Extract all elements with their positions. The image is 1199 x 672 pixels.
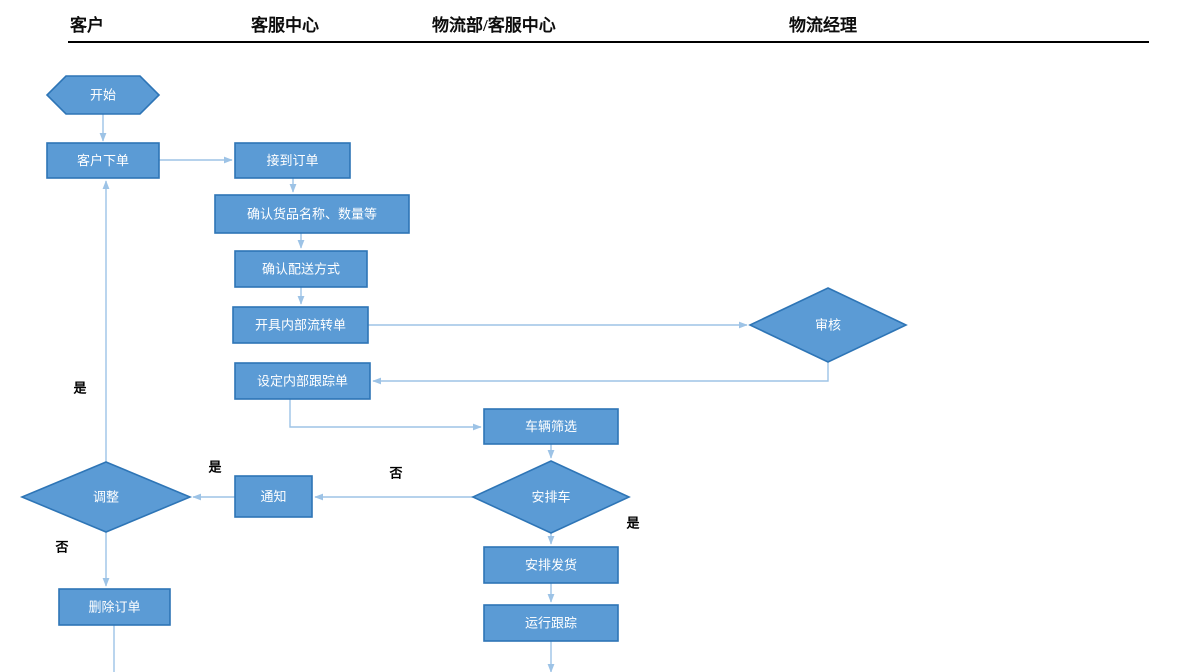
node-set-tracking-label: 设定内部跟踪单 [257,373,348,388]
node-customer-order[interactable]: 客户下单 [46,142,160,179]
node-arrange-vehicle[interactable]: 安排车 [471,460,631,534]
node-confirm-goods-label: 确认货品名称、数量等 [247,206,377,221]
node-notify[interactable]: 通知 [234,475,313,518]
node-run-tracking[interactable]: 运行跟踪 [483,604,619,642]
node-adjust[interactable]: 调整 [19,461,193,533]
lane-customer-label: 客户 [70,16,104,35]
edge-label-layer: 是是否是否 [54,380,640,554]
edge-label-yes-adjust-loop: 是 [72,380,87,395]
lane-service-center-label: 客服中心 [251,16,319,35]
connector-layer [99,114,829,672]
node-review-shape [748,287,908,363]
node-receive-order-label: 接到订单 [266,153,318,168]
node-issue-transfer-label: 开具内部流转单 [255,317,346,332]
node-vehicle-select-label: 车辆筛选 [525,419,577,434]
node-confirm-goods-shape [214,194,410,234]
edge-label-no-delete-order: 否 [54,539,68,554]
node-start-shape [45,75,161,115]
node-delete-order-label: 删除订单 [88,599,140,614]
node-arrange-vehicle-shape [471,460,631,534]
node-vehicle-select-shape [483,408,619,445]
connector-review-to-set-tracking [372,362,829,385]
node-confirm-delivery[interactable]: 确认配送方式 [234,250,368,288]
swimlane-header: 客户 客服中心 物流部/客服中心 物流经理 [0,0,1199,46]
node-arrange-shipment[interactable]: 安排发货 [483,546,619,584]
node-set-tracking-shape [234,362,371,400]
node-notify-label: 通知 [260,489,286,504]
node-customer-order-label: 客户下单 [77,153,129,168]
node-adjust-label: 调整 [93,489,119,504]
edge-label-yes-shipment: 是 [625,515,640,530]
node-review-label: 审核 [815,317,841,332]
node-issue-transfer[interactable]: 开具内部流转单 [232,306,369,344]
node-receive-order[interactable]: 接到订单 [234,142,351,179]
lane-logistics-service-label: 物流部/客服中心 [432,16,556,35]
node-run-tracking-label: 运行跟踪 [525,615,577,630]
node-set-tracking[interactable]: 设定内部跟踪单 [234,362,371,400]
node-run-tracking-shape [483,604,619,642]
node-customer-order-shape [46,142,160,179]
node-arrange-shipment-shape [483,546,619,584]
header-divider-rule [68,41,1149,43]
node-delete-order[interactable]: 删除订单 [58,588,171,626]
node-notify-shape [234,475,313,518]
node-review[interactable]: 审核 [748,287,908,363]
node-adjust-shape [19,461,193,533]
edge-label-yes-notify: 是 [207,459,222,474]
node-issue-transfer-shape [232,306,369,344]
node-confirm-delivery-shape [234,250,368,288]
connector-set-tracking-to-vehicle [289,399,482,431]
node-receive-order-shape [234,142,351,179]
node-confirm-goods[interactable]: 确认货品名称、数量等 [214,194,410,234]
lane-logistics-manager-label: 物流经理 [789,16,857,35]
node-arrange-vehicle-label: 安排车 [531,489,570,504]
node-start-label: 开始 [90,87,116,102]
node-arrange-shipment-label: 安排发货 [525,557,577,572]
node-start[interactable]: 开始 [45,75,161,115]
node-vehicle-select[interactable]: 车辆筛选 [483,408,619,445]
edge-label-no-arrange-vehicle: 否 [388,465,402,480]
node-delete-order-shape [58,588,171,626]
node-confirm-delivery-label: 确认配送方式 [262,261,340,276]
